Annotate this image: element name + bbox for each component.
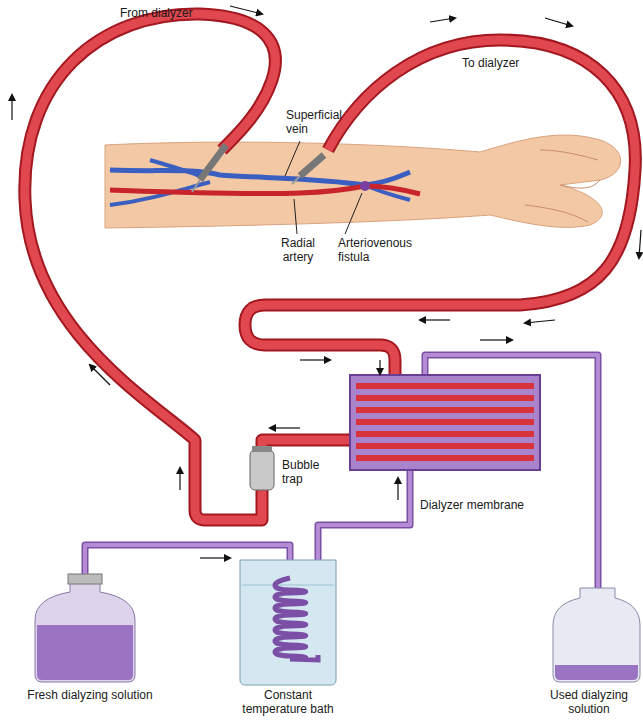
temperature-bath (240, 560, 336, 685)
part-label: Constant temperature bath (236, 688, 340, 716)
forearm (105, 135, 621, 228)
return-tube (25, 14, 350, 520)
dialyzer-tube (356, 443, 534, 449)
dialyzer-tube (356, 431, 534, 437)
dialysate-line (85, 355, 598, 665)
part-label: Arteriovenous fistula (338, 236, 438, 264)
dialyzer-tube (356, 407, 534, 413)
part-label: Bubble trap (282, 458, 334, 486)
leader-line (285, 141, 362, 234)
vein (110, 160, 410, 205)
part-label: To dialyzer (462, 56, 552, 70)
fresh-bottle (35, 582, 135, 682)
finger-lines (525, 150, 600, 222)
used-bottle (553, 588, 640, 682)
dialyzer (350, 375, 540, 470)
supply-tube (245, 40, 635, 378)
bubble-trap (250, 450, 274, 490)
part-label: Radial artery (268, 236, 328, 264)
dialyzer-tube (356, 455, 534, 461)
dialyzer-tube (356, 383, 534, 389)
part-label: Fresh dialyzing solution (25, 688, 155, 702)
radial-artery (110, 186, 420, 194)
part-label: Used dialyzing solution (538, 688, 640, 716)
fistula (360, 181, 370, 191)
needle (192, 145, 324, 192)
part-label: From dialyzer (120, 6, 220, 20)
dialyzer-tube (356, 395, 534, 401)
dialyzer-tube (356, 419, 534, 425)
heating-coil (275, 578, 318, 660)
dialyzer-tubes (356, 386, 534, 458)
part-label: Superficial vein (286, 108, 361, 136)
flow-arrow (12, 6, 641, 558)
part-label: Dialyzer membrane (420, 498, 550, 512)
